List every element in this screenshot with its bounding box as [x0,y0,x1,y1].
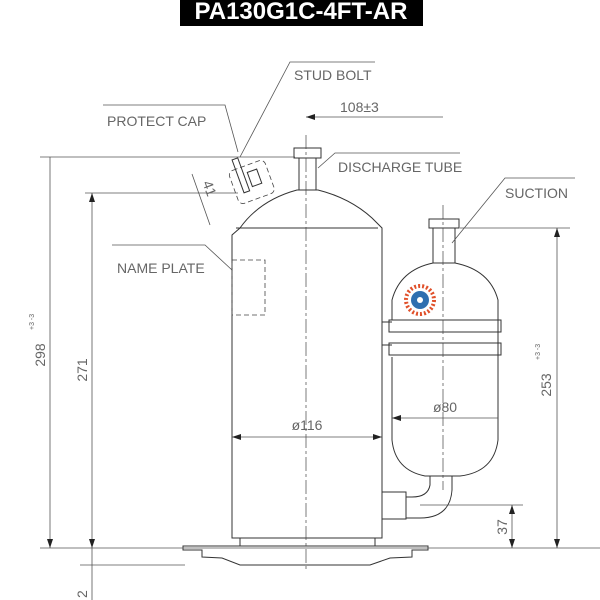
suction-connector [381,491,407,520]
dim-suction-height-tol: +3 -3 [535,344,542,360]
dim-cap-height: 41 [200,178,220,198]
model-title: PA130G1C-4FT-AR [195,0,408,25]
discharge-tube-label: DISCHARGE TUBE [338,159,462,175]
dim-suction-height: 253 [538,373,554,397]
dimension-lines [40,114,600,600]
suction-label: SUCTION [505,185,568,201]
dim-pipe-height: 37 [494,519,510,535]
dim-total-height-tol: +3 -3 [29,314,36,330]
dim-accumulator-diameter: ø80 [433,399,457,415]
leader-lines [103,61,575,271]
discharge-tube [298,157,317,191]
dim-base: 2 [74,590,90,598]
brand-logo [404,284,436,316]
protect-cap-label: PROTECT CAP [107,113,206,129]
base-plate [182,545,429,566]
dim-offset: 108±3 [340,99,379,115]
name-plate [231,259,266,316]
discharge-cap [293,147,322,159]
accumulator [381,205,502,520]
dim-total-height: 298 [32,343,48,367]
name-plate-label: NAME PLATE [117,260,205,276]
stud-bolt-label: STUD BOLT [294,67,372,83]
dim-body-height: 271 [74,358,90,382]
dim-body-diameter: ø116 [292,417,323,433]
compressor-body [182,135,429,570]
protect-cap [228,157,275,204]
title-bar [180,0,423,26]
